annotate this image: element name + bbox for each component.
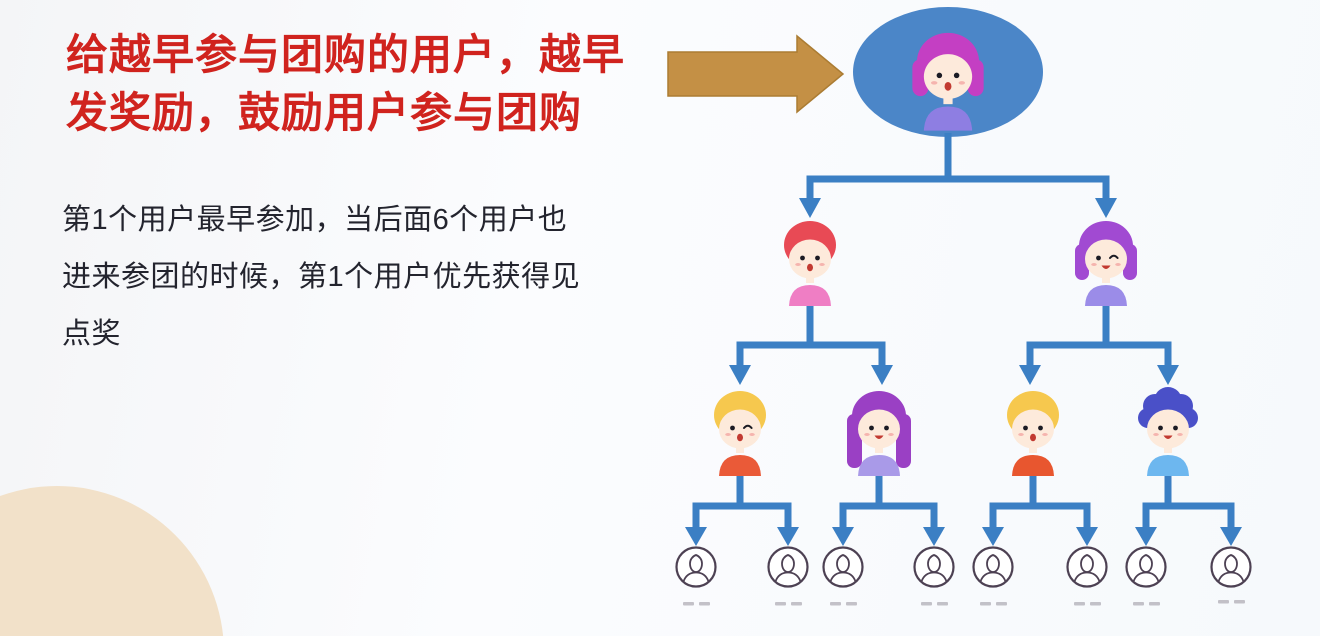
face <box>1147 409 1189 453</box>
avatar-user-6 <box>1007 391 1059 476</box>
headline-line: 给越早参与团购的用户，越早 <box>66 31 626 78</box>
description-text: 第1个用户最早参加，当后面6个用户也 进来参团的时候，第1个用户优先获得见 点奖 <box>62 192 642 363</box>
member-icon <box>972 546 1014 588</box>
shirt <box>789 285 831 306</box>
shirt <box>858 455 900 476</box>
member-icon <box>1066 546 1108 588</box>
avatar-user-3 <box>1075 221 1137 306</box>
flow-arrow-icon <box>667 34 845 114</box>
avatar-user-4 <box>714 391 766 476</box>
member-icon <box>822 546 864 588</box>
description-line: 点奖 <box>62 318 122 350</box>
tree-connectors <box>692 133 1235 528</box>
tree-arrowheads <box>685 198 1242 546</box>
member-icon <box>1125 546 1167 588</box>
member-icon <box>675 546 717 588</box>
headline-line: 发奖励，鼓励用户参与团购 <box>66 89 583 136</box>
shirt <box>1012 455 1054 476</box>
avatar-user-2 <box>784 221 836 306</box>
shirt <box>719 455 761 476</box>
member-caption-placeholders <box>683 600 1245 606</box>
headline: 给越早参与团购的用户，越早 发奖励，鼓励用户参与团购 <box>66 26 666 142</box>
face <box>1085 239 1127 283</box>
shirt <box>923 106 973 131</box>
member-icon <box>767 546 809 588</box>
description-line: 第1个用户最早参加，当后面6个用户也 <box>62 204 568 236</box>
avatar-user-1 <box>912 32 984 131</box>
member-icon <box>913 546 955 588</box>
shirt <box>1147 455 1189 476</box>
face <box>719 409 761 453</box>
face <box>858 409 900 453</box>
avatar-user-7 <box>1138 387 1198 476</box>
description-line: 进来参团的时候，第1个用户优先获得见 <box>62 261 581 293</box>
face <box>923 54 973 105</box>
avatar-user-5 <box>847 391 911 476</box>
face <box>1012 409 1054 453</box>
member-icon <box>1210 546 1252 588</box>
face <box>789 239 831 283</box>
shirt <box>1085 285 1127 306</box>
member-icons <box>675 546 1252 588</box>
